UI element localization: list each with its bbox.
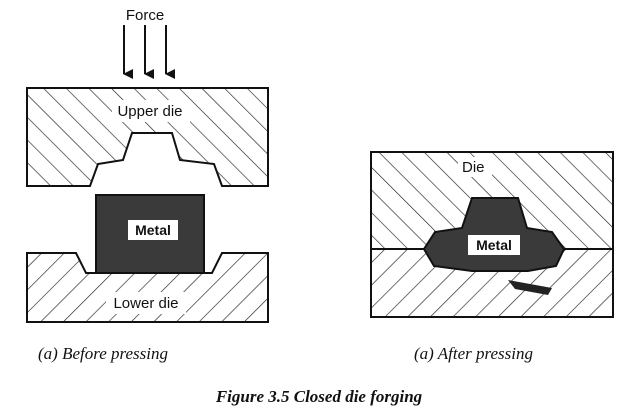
die-label: Die xyxy=(462,159,485,176)
metal-after-label-bg xyxy=(468,235,520,255)
metal-after-label: Metal xyxy=(476,237,512,253)
ink-smudge xyxy=(508,280,552,295)
upper-die-label-bg xyxy=(112,100,190,122)
metal-label: Metal xyxy=(135,222,171,238)
closed-die-lower xyxy=(370,248,614,318)
forged-metal xyxy=(422,197,566,272)
metal-label-bg xyxy=(128,220,178,240)
die-label-bg xyxy=(458,157,492,177)
caption-after: (a) After pressing xyxy=(414,344,533,363)
caption-before: (a) Before pressing xyxy=(38,344,168,363)
figure-title: Figure 3.5 Closed die forging xyxy=(215,387,423,406)
lower-die-label-bg xyxy=(106,292,186,314)
upper-die xyxy=(26,87,269,187)
force-arrows xyxy=(123,25,175,79)
force-label: Force xyxy=(126,7,164,24)
lower-die xyxy=(26,252,269,323)
upper-die-label: Upper die xyxy=(117,103,182,120)
lower-die-label: Lower die xyxy=(113,295,178,312)
